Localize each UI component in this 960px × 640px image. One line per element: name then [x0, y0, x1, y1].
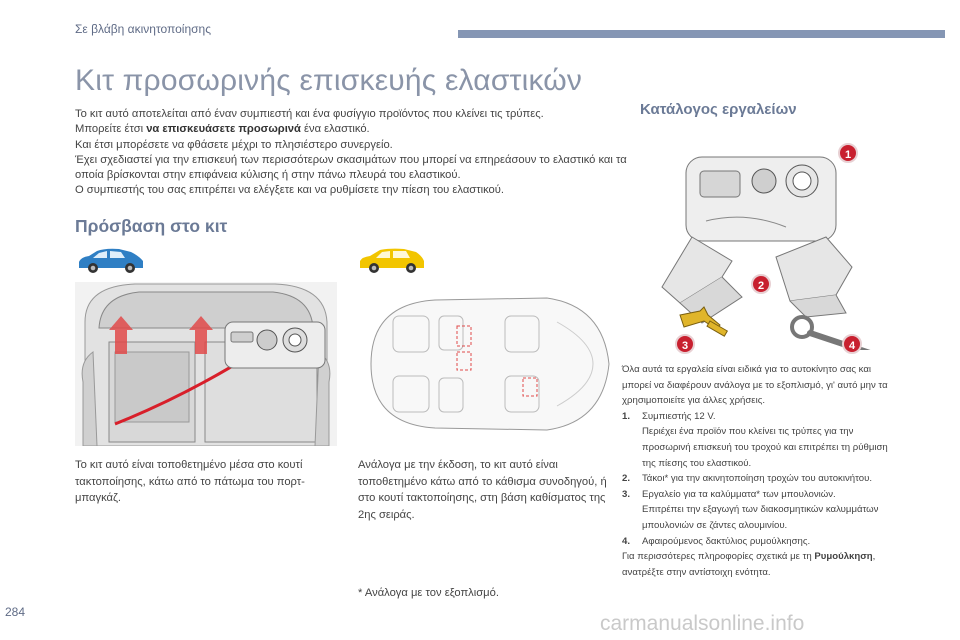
intro-line: Και έτσι μπορέσετε να φθάσετε μέχρι το π… [75, 138, 393, 151]
intro-line: Ο συμπιεστής του σας επιτρέπει να ελέγξε… [75, 184, 505, 197]
tool-item: 1. Συμπιεστής 12 V.Περιέχει ένα προϊόν π… [622, 410, 888, 469]
intro-line: Έχει σχεδιαστεί για την επισκευή των περ… [75, 153, 627, 182]
intro-line: Το κιτ αυτό αποτελείται από έναν συμπιεσ… [75, 108, 544, 120]
tool-badge-1: 1 [838, 143, 858, 163]
tool-badge-4: 4 [842, 334, 862, 354]
tool-item: 3. Εργαλείο για τα καλύμματα* των μπουλο… [622, 488, 879, 531]
caption-interior: Ανάλογα με την έκδοση, το κιτ αυτό είναι… [358, 459, 607, 521]
tools-footer: Για περισσότερες πληροφορίες σχετικά με … [622, 551, 876, 578]
tool-item: 4. Αφαιρούμενος δακτύλιος ρυμούλκησης. [622, 535, 811, 547]
car-yellow-icon [360, 248, 424, 273]
intro-text: Το κιτ αυτό αποτελείται από έναν συμπιεσ… [75, 107, 635, 199]
tool-badge-2: 2 [751, 274, 771, 294]
access-title: Πρόσβαση στο κιτ [75, 216, 228, 236]
footnote: * Ανάλογα με τον εξοπλισμό. [358, 587, 499, 599]
intro-line: Μπορείτε έτσι να επισκευάσετε προσωρινά … [75, 123, 370, 136]
tools-illustration [661, 156, 871, 350]
section-header: Σε βλάβη ακινητοποίησης [75, 22, 212, 36]
header-bar [458, 30, 945, 38]
tools-text: Όλα αυτά τα εργαλεία είναι ειδικά για το… [622, 362, 890, 580]
page-number: 284 [5, 605, 26, 619]
car-blue-icon [79, 248, 143, 273]
tool-item: 2. Τάκοι* για την ακινητοποίηση τροχών τ… [622, 473, 872, 485]
tools-title: Κατάλογος εργαλείων [640, 101, 797, 118]
interior-illustration [370, 297, 610, 431]
tools-intro: Όλα αυτά τα εργαλεία είναι ειδικά για το… [622, 364, 888, 407]
caption-trunk: Το κιτ αυτό είναι τοποθετημένο μέσα στο … [75, 459, 305, 504]
tool-badge-3: 3 [675, 334, 695, 354]
watermark: carmanualsonline.info [600, 612, 805, 635]
page-title: Κιτ προσωρινής επισκευής ελαστικών [75, 64, 583, 97]
trunk-illustration [75, 282, 337, 446]
